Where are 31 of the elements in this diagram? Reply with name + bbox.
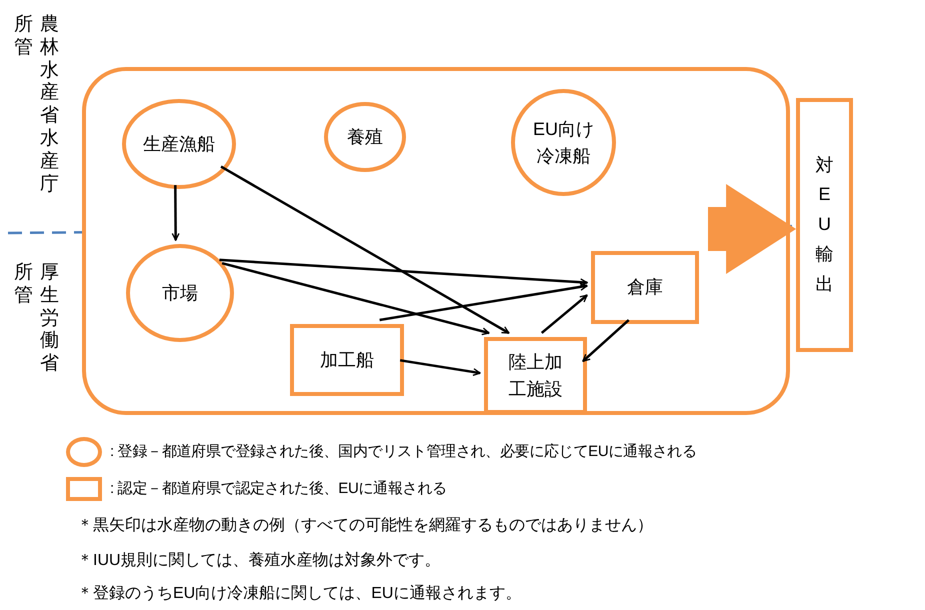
- legend-text: : 登録－都道府県で登録された後、国内でリスト管理され、必要に応じてEUに通報される: [110, 442, 697, 462]
- authority-label: 所管: [14, 262, 33, 308]
- export-box: [796, 98, 853, 352]
- node-label: 市場: [161, 282, 199, 304]
- authority-label: 所管: [14, 14, 33, 60]
- node-label: 養殖: [346, 126, 384, 148]
- flow-arrow: [220, 166, 510, 334]
- note-text: ＊登録のうちEU向け冷凍船に関しては、EUに通報されます。: [77, 584, 522, 604]
- flow-arrow: [582, 319, 630, 362]
- node-label: 対EU輸出: [816, 154, 834, 296]
- flow-arrow: [222, 262, 490, 336]
- export-arrow: [708, 184, 796, 274]
- flow-arrow: [400, 359, 481, 376]
- node-label: 倉庫: [626, 276, 664, 299]
- flow-arrow: [172, 185, 180, 241]
- certified-box: [290, 324, 404, 396]
- flow-arrow: [379, 282, 588, 322]
- note-text: ＊黒矢印は水産物の動きの例（すべての可能性を網羅するものではありません）: [77, 516, 653, 536]
- authority-label: 農林水産省水産庁: [40, 14, 59, 196]
- container-box: [82, 67, 790, 415]
- flow-arrow: [540, 294, 588, 334]
- node-label: 加工船: [319, 348, 375, 372]
- note-text: ＊IUU規則に関しては、養殖水産物は対象外です。: [77, 550, 441, 571]
- node-label: 生産漁船: [142, 132, 216, 156]
- certified-box: [484, 337, 587, 414]
- flow-arrow: [219, 258, 588, 286]
- node-label: 陸上加工施設: [508, 350, 564, 400]
- authority-label: 厚生労働省: [40, 262, 59, 376]
- legend-text: : 認定－都道府県で認定された後、EUに通報される: [110, 478, 447, 499]
- certified-box: [591, 251, 699, 324]
- node-label: EU向け冷凍船: [532, 118, 595, 168]
